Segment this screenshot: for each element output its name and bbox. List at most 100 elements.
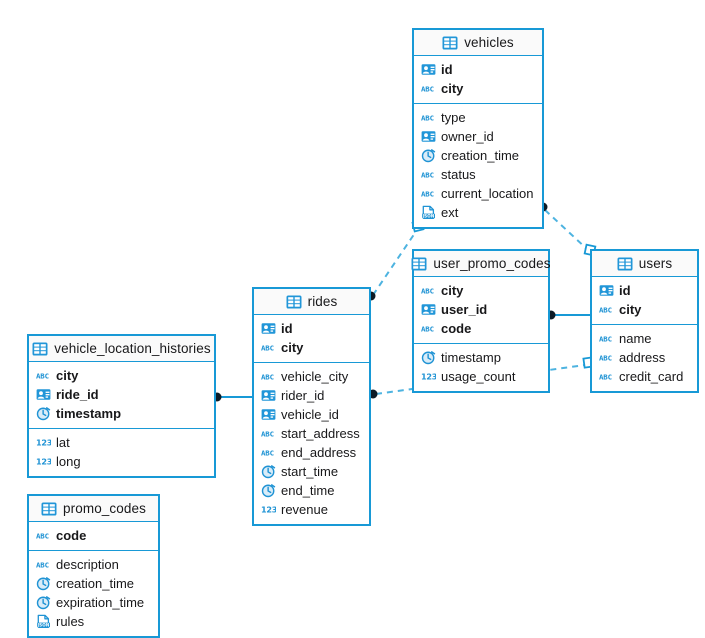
column-row[interactable]: vehicle_id — [254, 405, 369, 424]
column-name: vehicle_city — [281, 369, 349, 384]
entity-table-header[interactable]: users — [592, 251, 697, 277]
entity-table-promo_codes[interactable]: promo_codes ABC code ABC description cre… — [27, 494, 160, 638]
column-row[interactable]: ABC city — [414, 281, 548, 300]
column-name: status — [441, 167, 476, 182]
column-row[interactable]: ABC address — [592, 348, 697, 367]
column-name: name — [619, 331, 652, 346]
column-name: long — [56, 454, 81, 469]
column-row[interactable]: ABC type — [414, 108, 542, 127]
relationship-vlh-to-rides[interactable] — [212, 392, 254, 402]
entity-table-title: vehicles — [464, 35, 514, 50]
column-row[interactable]: 123 revenue — [254, 500, 369, 519]
column-row[interactable]: id — [414, 60, 542, 79]
json-icon: JSON — [421, 205, 436, 220]
json-icon: JSON — [36, 614, 51, 629]
table-grid-icon — [286, 295, 302, 309]
column-row[interactable]: ABC start_address — [254, 424, 369, 443]
column-row[interactable]: ABC status — [414, 165, 542, 184]
svg-text:ABC: ABC — [421, 171, 434, 180]
abc-text-icon: ABC — [599, 369, 614, 384]
svg-text:123: 123 — [36, 457, 51, 467]
abc-text-icon: ABC — [421, 186, 436, 201]
column-name: timestamp — [441, 350, 501, 365]
entity-table-header[interactable]: vehicle_location_histories — [29, 336, 214, 362]
svg-text:ABC: ABC — [599, 354, 612, 363]
column-row[interactable]: owner_id — [414, 127, 542, 146]
column-row[interactable]: JSON ext — [414, 203, 542, 222]
column-row[interactable]: ABC city — [414, 79, 542, 98]
column-row[interactable]: 123 long — [29, 452, 214, 471]
column-row[interactable]: ride_id — [29, 385, 214, 404]
column-row[interactable]: rider_id — [254, 386, 369, 405]
entity-table-users[interactable]: users id ABC city ABC name ABC address A… — [590, 249, 699, 393]
column-row[interactable]: start_time — [254, 462, 369, 481]
entity-table-header[interactable]: rides — [254, 289, 369, 315]
column-row[interactable]: timestamp — [414, 348, 548, 367]
column-name: start_time — [281, 464, 339, 479]
column-row[interactable]: ABC name — [592, 329, 697, 348]
entity-table-vehicles[interactable]: vehicles id ABC city ABC type owner_id — [412, 28, 544, 229]
clock-icon — [36, 576, 51, 591]
column-name: vehicle_id — [281, 407, 339, 422]
column-name: city — [441, 81, 464, 96]
column-name: owner_id — [441, 129, 494, 144]
column-row[interactable]: expiration_time — [29, 593, 158, 612]
entity-table-title: vehicle_location_histories — [54, 341, 211, 356]
column-name: id — [441, 62, 453, 77]
entity-table-header[interactable]: vehicles — [414, 30, 542, 56]
column-row[interactable]: JSON rules — [29, 612, 158, 631]
column-row[interactable]: timestamp — [29, 404, 214, 423]
column-row[interactable]: ABC description — [29, 555, 158, 574]
column-row[interactable]: 123 usage_count — [414, 367, 548, 386]
key-id-icon — [599, 283, 614, 298]
key-id-icon — [421, 62, 436, 77]
column-row[interactable]: ABC city — [29, 366, 214, 385]
column-row[interactable]: 123 lat — [29, 433, 214, 452]
entity-table-header[interactable]: user_promo_codes — [411, 251, 550, 277]
svg-text:JSON: JSON — [422, 213, 435, 218]
entity-table-header[interactable]: promo_codes — [29, 496, 158, 522]
column-row[interactable]: creation_time — [29, 574, 158, 593]
column-section: ABC description creation_time expiration… — [29, 551, 158, 636]
column-row[interactable]: id — [592, 281, 697, 300]
primary-key-section: id ABC city — [592, 277, 697, 325]
column-row[interactable]: id — [254, 319, 369, 338]
column-row[interactable]: ABC code — [29, 526, 158, 545]
column-row[interactable]: ABC code — [414, 319, 548, 338]
primary-key-section: ABC city user_id ABC code — [414, 277, 548, 344]
key-id-icon — [261, 407, 276, 422]
column-name: ext — [441, 205, 459, 220]
svg-text:ABC: ABC — [421, 287, 434, 296]
column-row[interactable]: ABC end_address — [254, 443, 369, 462]
abc-text-icon: ABC — [599, 331, 614, 346]
key-id-icon — [36, 387, 51, 402]
column-row[interactable]: creation_time — [414, 146, 542, 165]
abc-text-icon: ABC — [261, 340, 276, 355]
column-row[interactable]: ABC city — [254, 338, 369, 357]
entity-table-rides[interactable]: rides id ABC city ABC vehicle_city rider… — [252, 287, 371, 526]
column-name: code — [441, 321, 472, 336]
entity-table-title: rides — [307, 294, 338, 309]
column-row[interactable]: ABC city — [592, 300, 697, 319]
entity-table-user_promo_codes[interactable]: user_promo_codes ABC city user_id ABC co… — [411, 249, 550, 393]
column-name: id — [281, 321, 293, 336]
column-row[interactable]: user_id — [414, 300, 548, 319]
clock-icon — [421, 148, 436, 163]
entity-table-title: promo_codes — [63, 501, 146, 516]
relationship-vehicles-to-users[interactable] — [538, 202, 597, 257]
primary-key-section: ABC code — [29, 522, 158, 551]
primary-key-section: id ABC city — [414, 56, 542, 104]
primary-key-section: id ABC city — [254, 315, 369, 363]
primary-key-section: ABC city ride_id timestamp — [29, 362, 214, 429]
column-row[interactable]: ABC vehicle_city — [254, 367, 369, 386]
clock-icon — [261, 464, 276, 479]
svg-text:ABC: ABC — [599, 306, 612, 315]
column-row[interactable]: ABC credit_card — [592, 367, 697, 386]
relationship-userpromocodes-to-users[interactable] — [546, 310, 592, 320]
column-name: city — [281, 340, 304, 355]
entity-table-vehicle_location_histories[interactable]: vehicle_location_histories ABC city ride… — [27, 334, 216, 478]
column-row[interactable]: end_time — [254, 481, 369, 500]
abc-text-icon: ABC — [261, 445, 276, 460]
column-row[interactable]: ABC current_location — [414, 184, 542, 203]
